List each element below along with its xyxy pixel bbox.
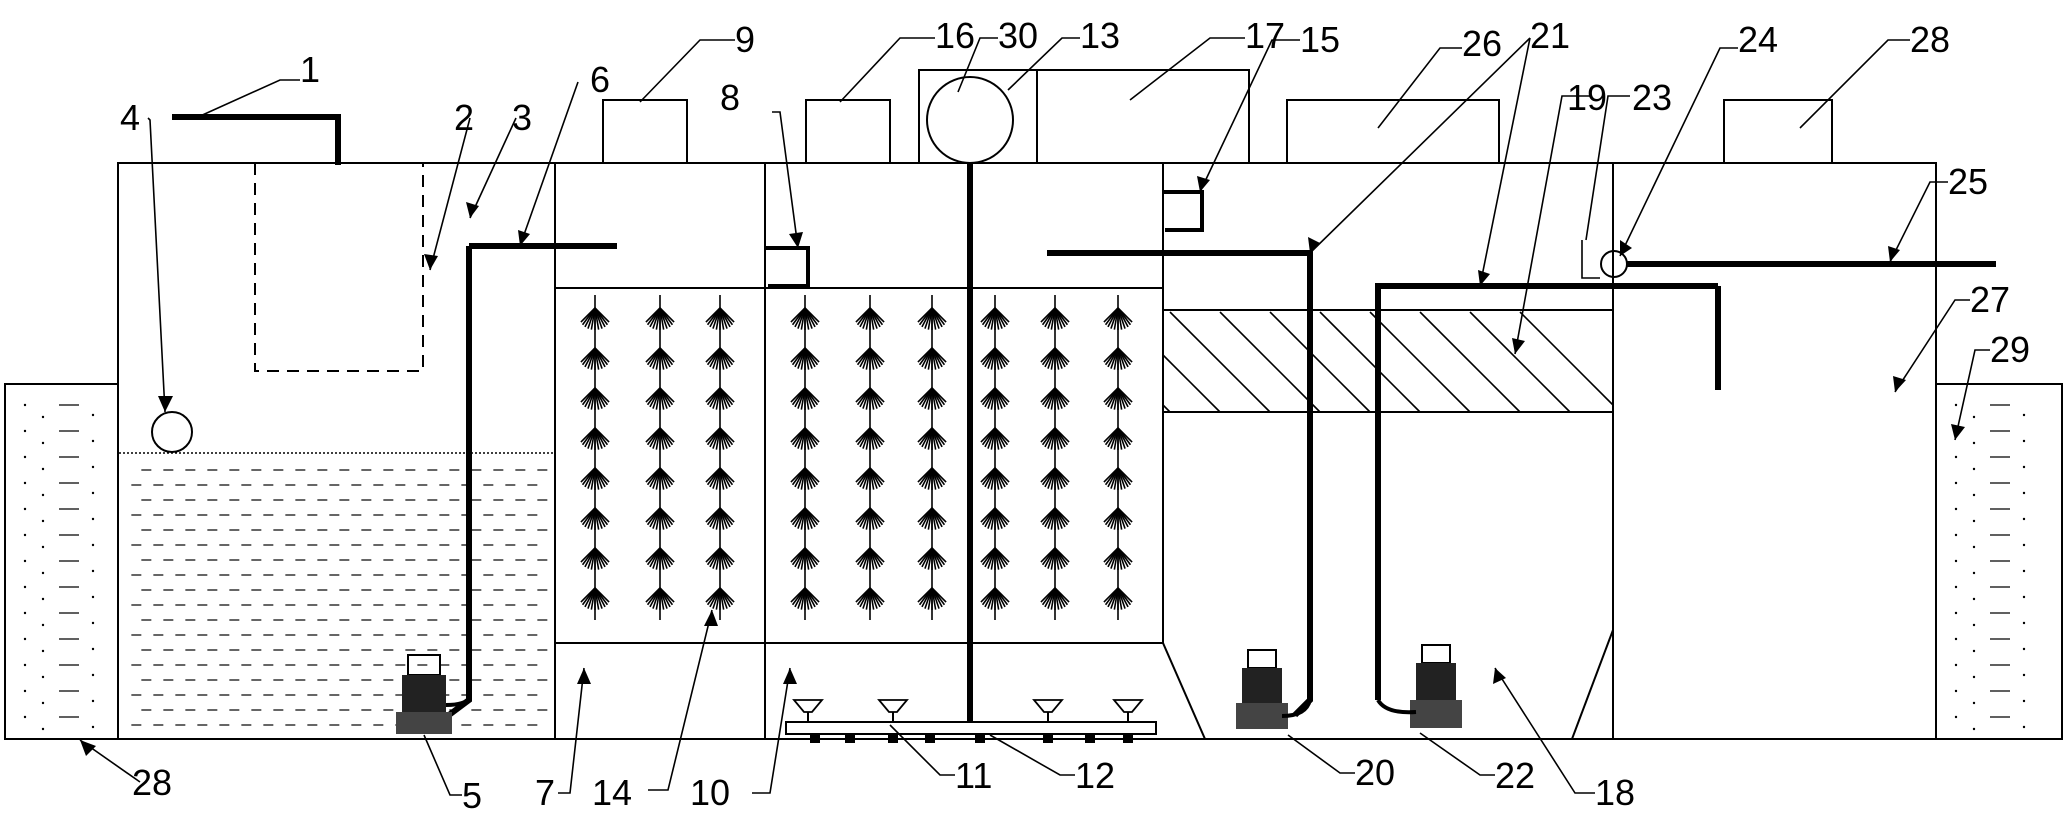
- component-labels: 1 2 3 4 5 6 7 8 9 10 11 12 13 14 15 16 1…: [120, 15, 2030, 816]
- label-26: 26: [1462, 23, 1502, 64]
- label-9: 9: [735, 19, 755, 60]
- label-12: 12: [1075, 755, 1115, 796]
- submersible-pump-5: [396, 654, 472, 734]
- label-6: 6: [590, 59, 610, 100]
- label-13: 13: [1080, 15, 1120, 56]
- sedimentation-tank: [1047, 190, 1721, 729]
- label-27: 27: [1970, 279, 2010, 320]
- equipment-box-28: [1723, 99, 1833, 164]
- sludge-pump-22: [1376, 644, 1462, 728]
- label-16: 16: [935, 15, 975, 56]
- side-tank-left: [4, 383, 119, 740]
- label-14: 14: [592, 772, 632, 813]
- label-2: 2: [454, 97, 474, 138]
- equipment-box-16: [805, 99, 891, 164]
- label-17: 17: [1245, 15, 1285, 56]
- equipment-box-9: [602, 99, 688, 164]
- label-28-top: 28: [1910, 19, 1950, 60]
- aeration-header-12: [785, 721, 1157, 735]
- label-11: 11: [955, 755, 992, 796]
- sludge-pump-20: [1236, 649, 1312, 729]
- blower-30: [926, 76, 1014, 164]
- label-21: 21: [1530, 15, 1570, 56]
- label-10: 10: [690, 772, 730, 813]
- regulating-tank: [119, 114, 617, 738]
- label-5: 5: [462, 775, 482, 816]
- label-15: 15: [1300, 19, 1340, 60]
- clear-water-tank: [1581, 240, 1996, 279]
- label-30: 30: [998, 15, 1038, 56]
- level-switch-4: [151, 411, 193, 453]
- equipment-box-26: [1286, 99, 1500, 164]
- equipment-box-13: [918, 69, 1038, 164]
- label-20: 20: [1355, 752, 1395, 793]
- label-25: 25: [1948, 161, 1988, 202]
- label-18: 18: [1595, 772, 1635, 813]
- equipment-box-17: [1036, 69, 1250, 164]
- label-4: 4: [120, 97, 140, 138]
- label-3: 3: [512, 97, 532, 138]
- label-23: 23: [1632, 77, 1672, 118]
- label-8: 8: [720, 77, 740, 118]
- media-tanks: [580, 163, 1157, 743]
- label-24: 24: [1738, 19, 1778, 60]
- side-tank-right: [1935, 383, 2063, 740]
- label-7: 7: [535, 772, 555, 813]
- leader-lines: [79, 37, 1990, 796]
- label-28-bottom: 28: [132, 762, 172, 803]
- label-29: 29: [1990, 329, 2030, 370]
- label-22: 22: [1495, 755, 1535, 796]
- label-1: 1: [300, 49, 320, 90]
- label-19: 19: [1567, 77, 1607, 118]
